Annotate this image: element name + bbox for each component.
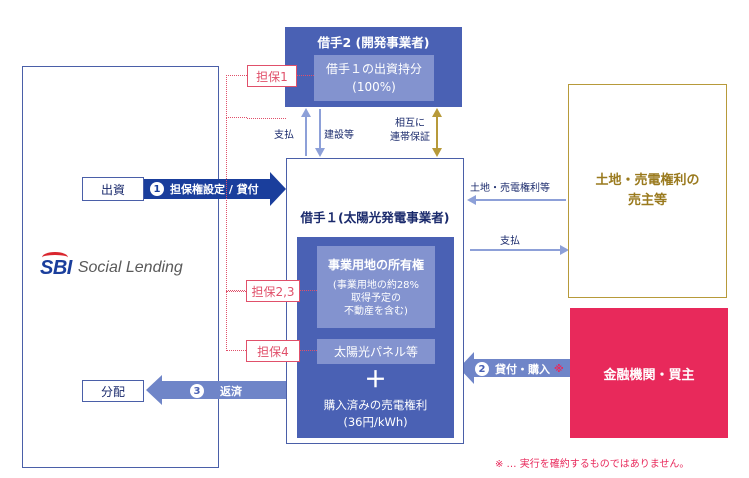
collateral23-tag: 担保2,3	[246, 280, 300, 302]
lending-label: 担保権設定 / 貸付	[170, 183, 259, 196]
solar-panels-label: 太陽光パネル等	[333, 345, 418, 359]
distribution-label: 分配	[100, 384, 125, 399]
step-3-badge: 3	[190, 384, 204, 398]
construction-label: 建設等	[324, 130, 354, 141]
land-seller-box: 土地・売電権利の 売主等	[568, 84, 727, 298]
investment-label: 出資	[100, 182, 125, 197]
land-note-line3: 不動産を含む)	[344, 306, 408, 317]
collateral4-tag: 担保4	[246, 340, 300, 362]
payment-right-arrow	[470, 245, 569, 255]
seller-line1: 土地・売電権利の	[595, 173, 700, 188]
financial-institution-label: 金融機関・買主	[603, 367, 695, 383]
feed-in-line1: 購入済みの売電権利	[323, 398, 428, 412]
borrower1-equity-box: 借手１の出資持分 (100%)	[314, 55, 434, 101]
payment-up-label: 支払	[274, 130, 294, 141]
borrower2-title: 借手2 (開発事業者)	[317, 34, 430, 50]
payment-up-arrow	[301, 108, 311, 156]
finance-lending-arrow	[459, 352, 570, 384]
sbi-social-lending-logo: SBI Social Lending	[40, 250, 210, 286]
disclaimer-note: ※ … 実行を確約するものではありません。	[495, 459, 690, 470]
collateral4-connector-end	[226, 350, 246, 351]
step-2-badge: 2	[475, 362, 489, 376]
mutual-guarantee-label: 相互に 連帯保証	[386, 117, 434, 145]
construction-down-arrow	[315, 109, 325, 157]
land-ownership-box: 事業用地の所有権 (事業用地の約28% 取得予定の 不動産を含む)	[317, 246, 435, 328]
land-note-line1: (事業用地の約28%	[332, 280, 420, 291]
land-ownership-note: (事業用地の約28% 取得予定の 不動産を含む)	[333, 279, 419, 318]
collateral23-connector-end	[226, 291, 246, 292]
mutual-guarantee-arrow	[432, 108, 442, 157]
feed-in-rights: 購入済みの売電権利 (36円/kWh)	[297, 393, 454, 435]
mutual-guarantee-line2: 連帯保証	[390, 132, 430, 143]
collateral4-connector	[226, 291, 227, 351]
sbi-logo-text: Social Lending	[77, 259, 183, 276]
mutual-guarantee-line1: 相互に	[395, 118, 425, 129]
collateral1-tag: 担保1	[247, 65, 297, 87]
investment-box: 出資	[82, 177, 144, 201]
collateral23-to-land	[300, 290, 317, 291]
collateral1-connector-end	[247, 118, 286, 119]
collateral1-connector	[226, 75, 247, 118]
distribution-box: 分配	[82, 380, 144, 402]
collateral4-to-solar	[300, 350, 317, 351]
financial-institution-box: 金融機関・買主	[570, 308, 728, 438]
lending-purchase-label: 貸付・購入	[495, 363, 550, 376]
seller-line2: 売主等	[627, 193, 667, 208]
land-rights-label: 土地・売電権利等	[470, 183, 550, 194]
land-note-line2: 取得予定の	[350, 293, 401, 304]
collateral23-label: 担保2,3	[251, 284, 295, 299]
repayment-label: 返済	[220, 385, 242, 398]
collateral23-connector	[226, 118, 247, 291]
collateral1-label: 担保1	[256, 69, 288, 84]
equity-line2: (100%)	[352, 80, 396, 94]
sbi-logo-mark: SBI	[40, 251, 72, 279]
payment-right-label: 支払	[500, 236, 520, 247]
repayment-arrow	[146, 375, 297, 405]
equity-line1: 借手１の出資持分	[325, 62, 422, 76]
plus-sign: ＋	[364, 368, 387, 393]
land-ownership-title: 事業用地の所有権	[327, 258, 424, 272]
borrower1-title: 借手１(太陽光発電事業者)	[300, 209, 450, 225]
note-mark: ※	[554, 363, 564, 375]
lending-arrow-label: 1 担保権設定 / 貸付	[150, 181, 259, 197]
feed-in-line2: (36円/kWh)	[343, 415, 408, 429]
land-rights-arrow	[467, 195, 566, 205]
repayment-arrow-label: 3 返済	[190, 383, 242, 399]
collateral4-label: 担保4	[257, 344, 289, 359]
solar-panels-box: 太陽光パネル等	[317, 339, 435, 364]
step-1-badge: 1	[150, 182, 164, 196]
finance-arrow-label: 2 貸付・購入 ※	[475, 361, 564, 377]
collateral1-to-equity	[297, 75, 314, 76]
lending-arrow	[144, 172, 286, 206]
